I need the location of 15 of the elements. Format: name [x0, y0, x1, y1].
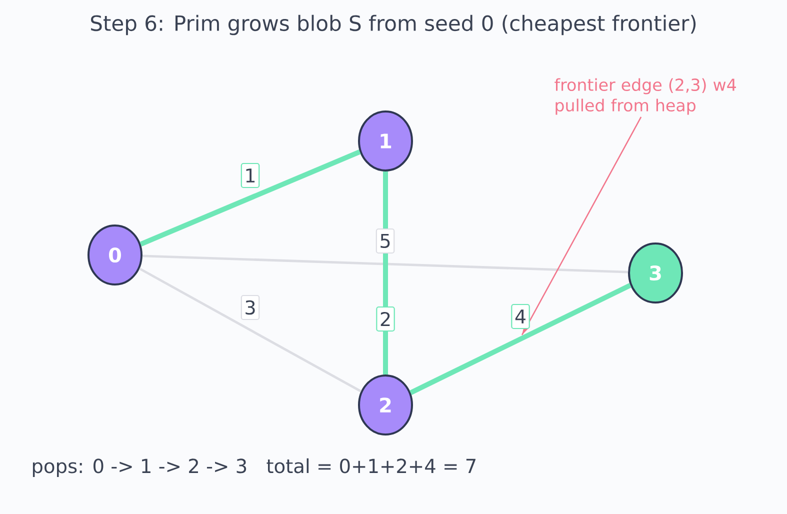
- graph-edge: [142, 254, 628, 274]
- edge-label: 5: [376, 228, 395, 254]
- edge-label: 2: [376, 306, 395, 332]
- graph-edge: [140, 150, 361, 246]
- title: Step 6: Prim grows blob S from seed 0 (cheapest frontier): [91, 14, 696, 36]
- summary-text: pops: 0 -> 1 -> 2 -> 3: [32, 458, 246, 478]
- edge-label: 1: [240, 162, 260, 188]
- summary-text: total = 0+1+2+4 = 7: [266, 458, 476, 474]
- edge-label: 3: [240, 294, 260, 320]
- graph-edge: [139, 268, 362, 392]
- edge-label: 4: [511, 304, 530, 330]
- annotation-text: frontier edge (2,3) w4 pulled from heap: [554, 78, 736, 115]
- graph-edge: [383, 172, 388, 374]
- leader-arrow: [521, 116, 642, 336]
- graph-edge: [410, 283, 632, 395]
